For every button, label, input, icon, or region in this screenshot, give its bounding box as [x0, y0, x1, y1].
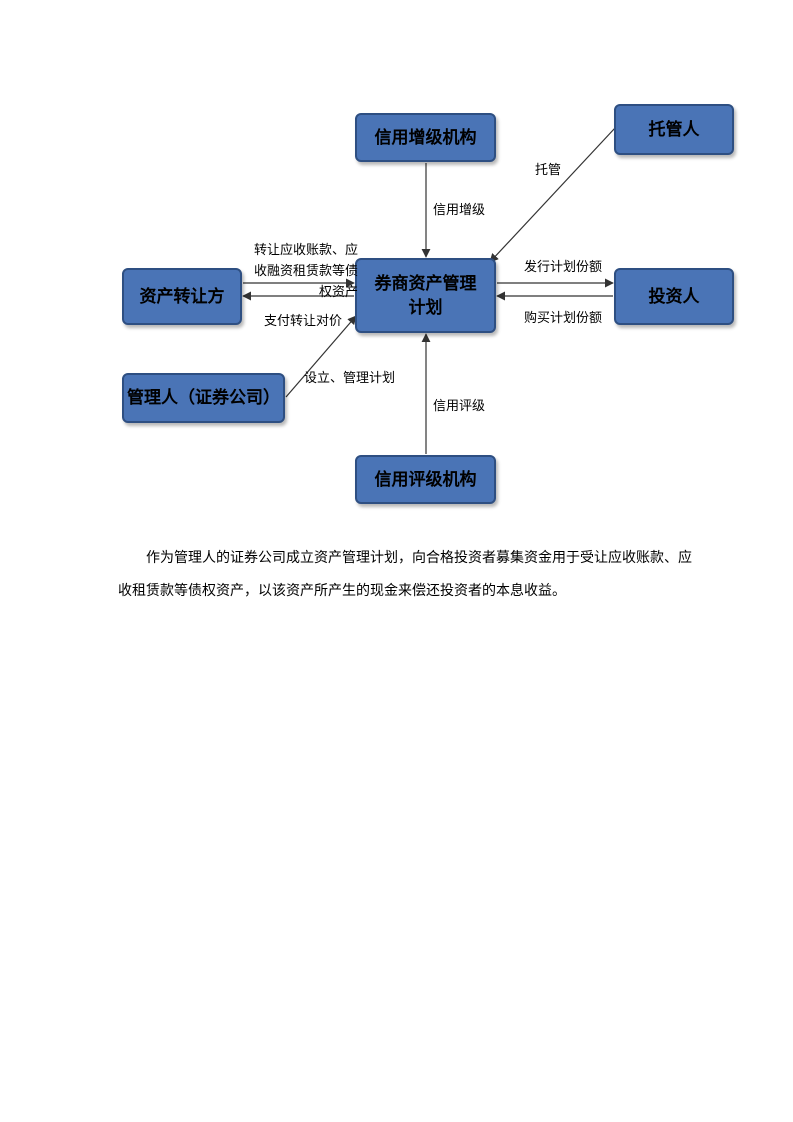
node-label: 托管人 [648, 119, 700, 140]
node-asset-transferor: 资产转让方 [122, 268, 242, 325]
node-label: 信用增级机构 [374, 127, 477, 148]
node-label: 信用评级机构 [374, 469, 477, 490]
description-paragraph: 作为管理人的证券公司成立资产管理计划，向合格投资者募集资金用于受让应收账款、应收… [118, 550, 692, 599]
edge-label-buy-shares: 购买计划份额 [524, 311, 603, 326]
node-asset-management-plan: 券商资产管理计划 [355, 258, 496, 333]
node-label: 管理人（证券公司） [127, 388, 280, 408]
edge-label-issue-shares: 发行计划份额 [524, 260, 603, 275]
node-label: 投资人 [648, 286, 700, 307]
node-credit-enhancement-agency: 信用增级机构 [355, 113, 496, 162]
node-credit-rating-agency: 信用评级机构 [355, 455, 496, 504]
node-label: 资产转让方 [139, 286, 225, 307]
edge-label-pay-transfer-price: 支付转让对价 [264, 314, 343, 329]
edge-label-credit-enhancement: 信用增级 [433, 203, 486, 218]
node-investor: 投资人 [614, 268, 734, 325]
edge-label-setup-manage: 设立、管理计划 [304, 371, 396, 386]
node-manager: 管理人（证券公司） [122, 373, 285, 423]
node-custodian: 托管人 [614, 104, 734, 155]
edge-label-transfer-assets: 转让应收账款、应收融资租赁款等债权资产 [253, 243, 358, 300]
edge-setup-manage [285, 315, 357, 398]
edge-label-credit-rating: 信用评级 [433, 399, 486, 414]
edge-custody [489, 127, 616, 263]
node-label: 券商资产管理计划 [374, 273, 477, 318]
edge-label-custody: 托管 [535, 163, 562, 178]
